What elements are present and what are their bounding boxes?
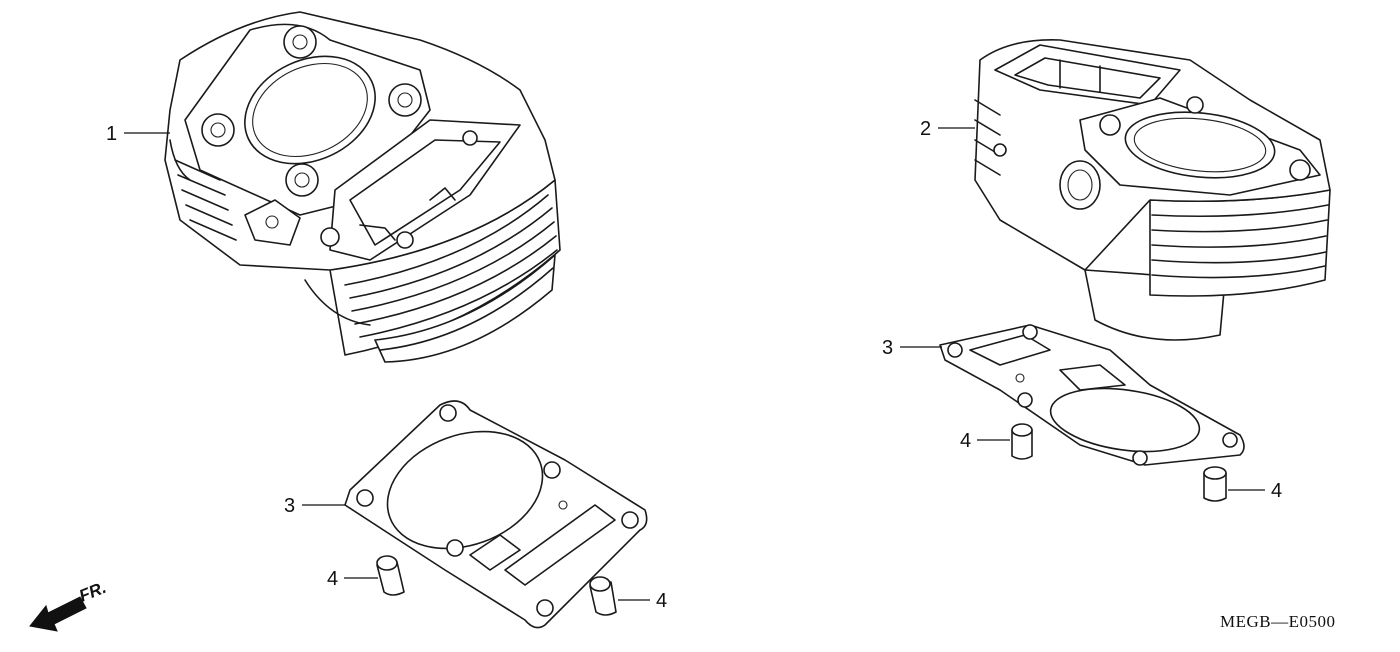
callout-3-right: 3: [882, 337, 893, 359]
dowel-pin-left-a: [376, 555, 405, 596]
direction-label: FR.: [76, 578, 109, 606]
callout-4-right-b: 4: [1271, 480, 1282, 502]
front-cylinder-gasket-illustration: [344, 400, 648, 629]
callout-4-left-a: 4: [327, 568, 338, 590]
dowel-pin-right-b: [1203, 466, 1227, 502]
dowel-pin-left-b: [589, 576, 617, 616]
cylinder-side-fins: [169, 139, 237, 241]
callout-3-left: 3: [284, 495, 295, 517]
diagram-code: MEGB—E0500: [1220, 612, 1336, 631]
callout-2: 2: [920, 118, 931, 140]
callout-4-left-b: 4: [656, 590, 667, 612]
callout-1: 1: [106, 123, 117, 145]
front-direction-arrow-icon: FR.: [29, 578, 109, 632]
front-cylinder-illustration: [164, 11, 561, 363]
rear-cylinder-gasket-illustration: [939, 324, 1245, 466]
cylinder-fins-right: [1149, 189, 1331, 297]
dowel-pin-right-a: [1011, 423, 1033, 460]
callout-4-right-a: 4: [960, 430, 971, 452]
rear-cylinder-illustration: [974, 39, 1331, 341]
